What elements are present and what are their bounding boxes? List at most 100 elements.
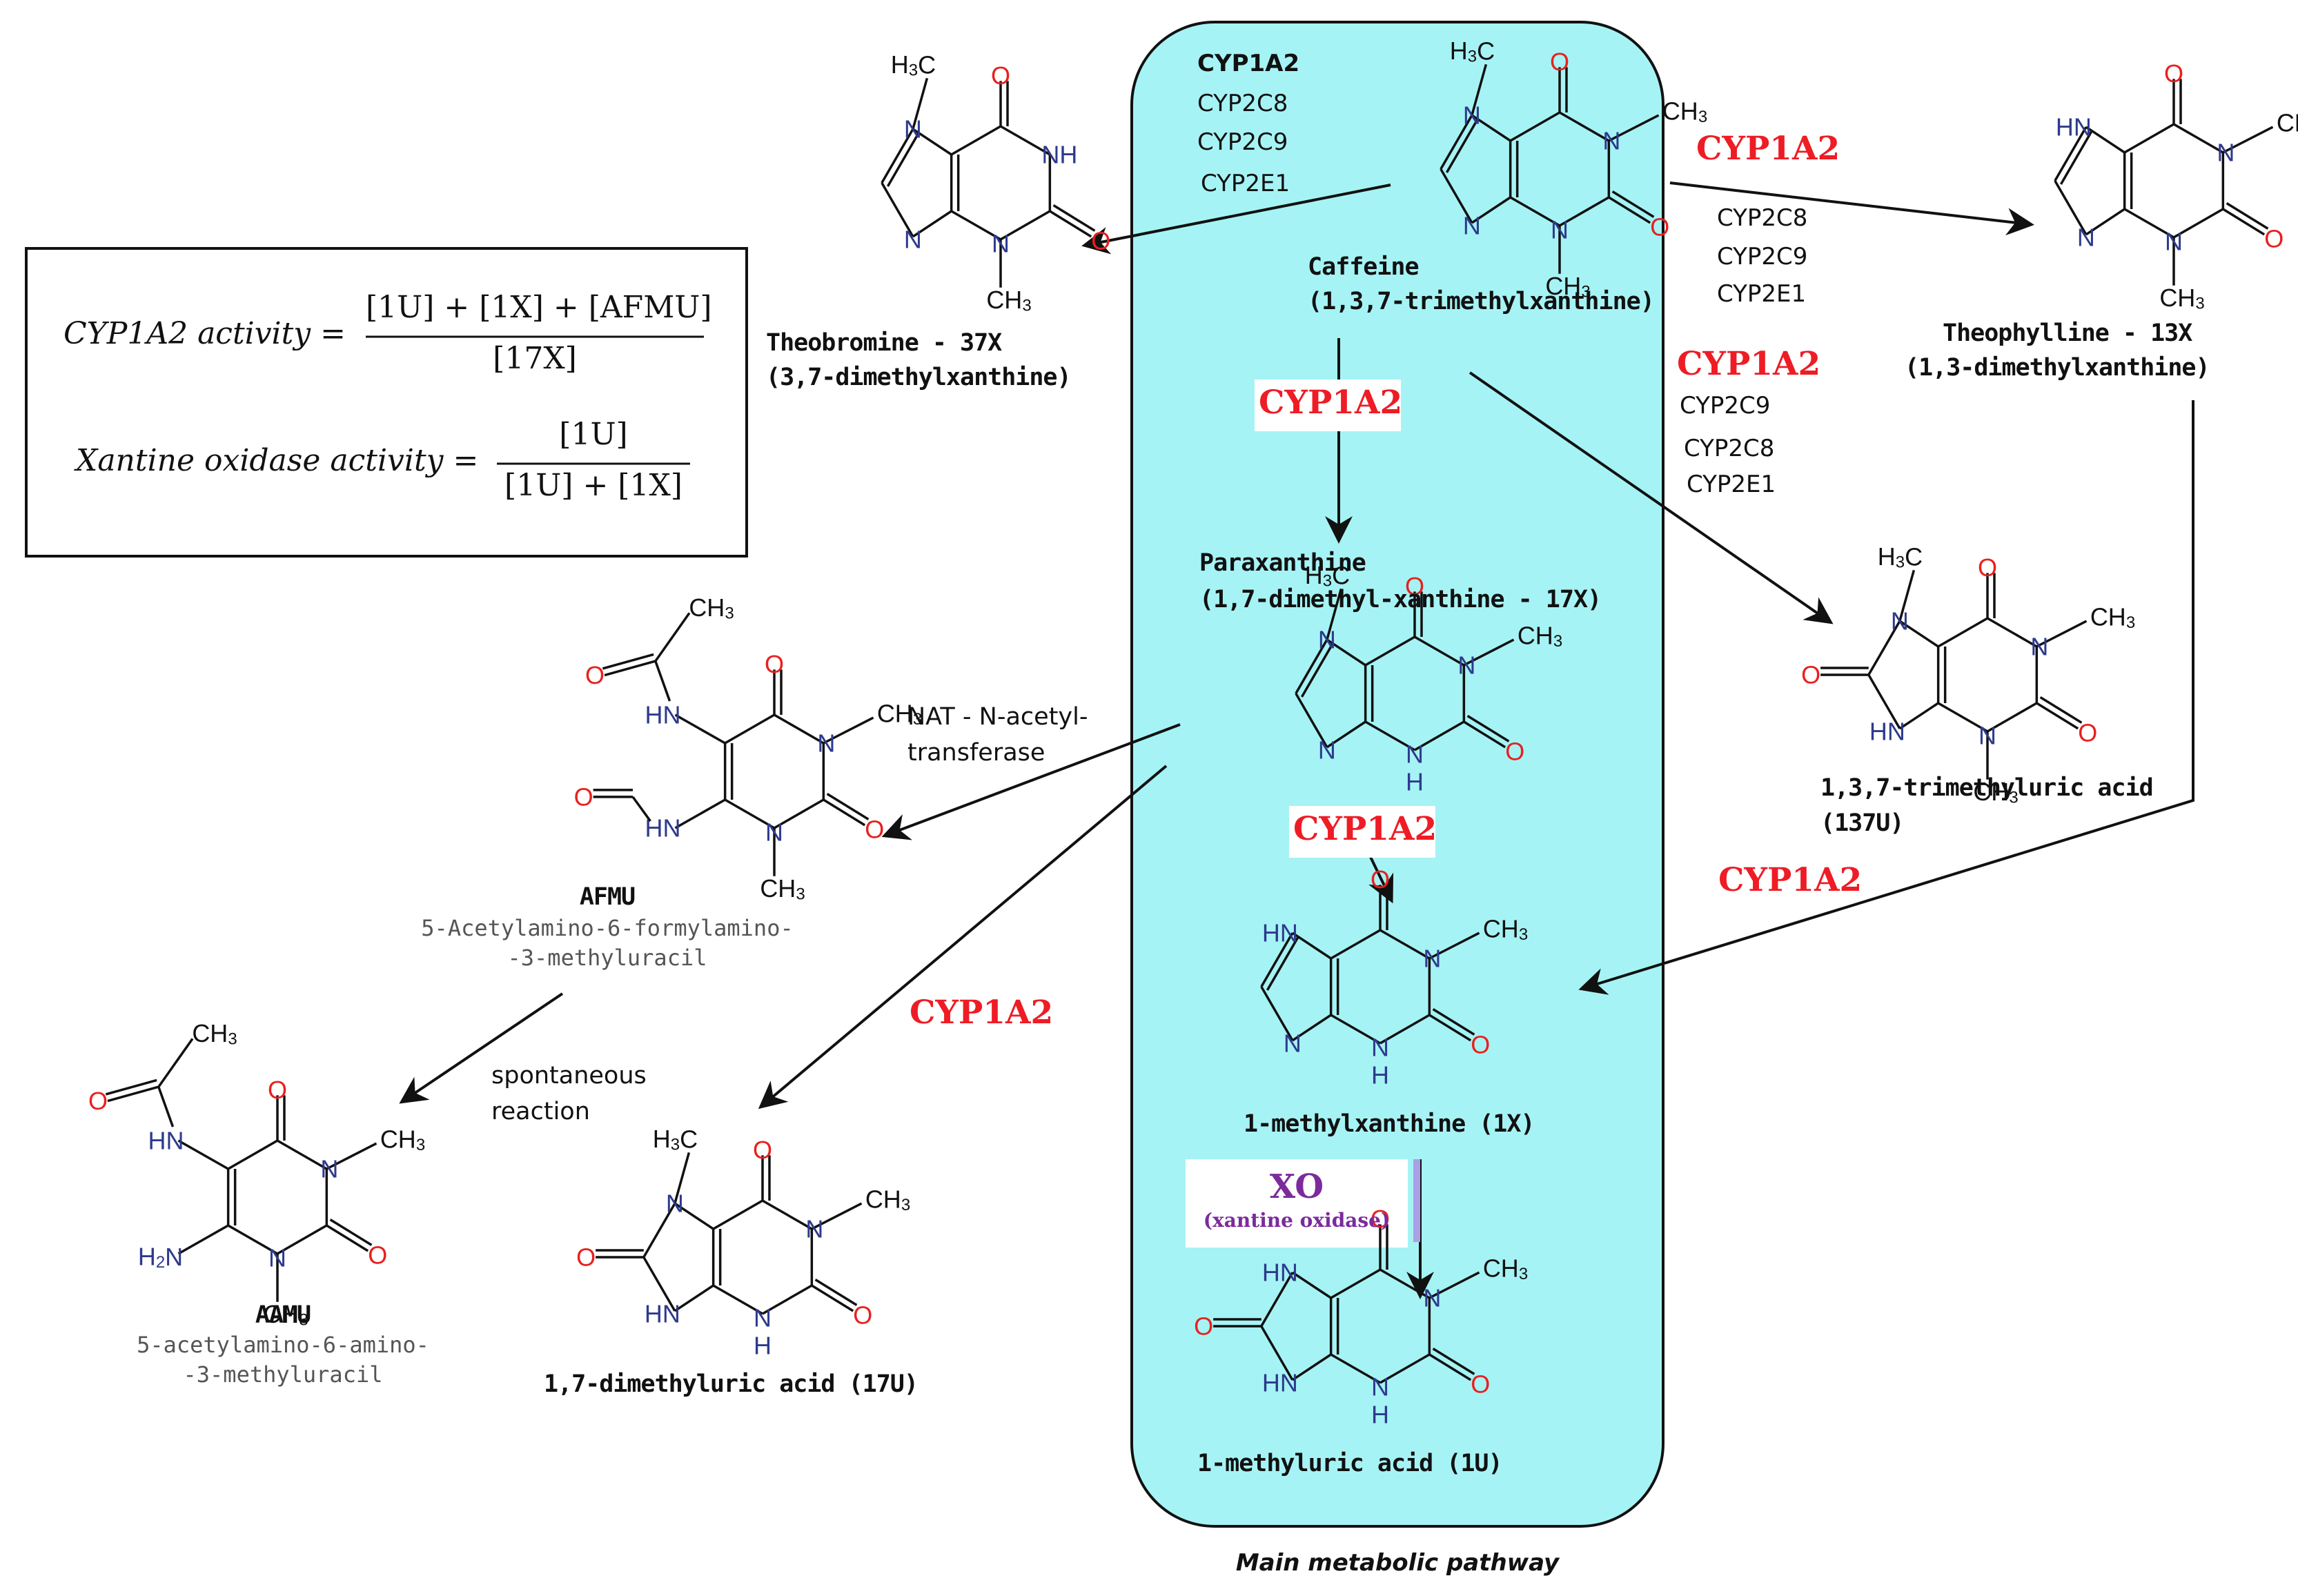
bond — [2036, 702, 2079, 730]
bond — [1266, 936, 1300, 991]
bond — [1509, 111, 1560, 142]
bond — [1471, 63, 1488, 116]
bond — [814, 1278, 858, 1306]
bond — [277, 1224, 328, 1255]
methyl-group: CH3 — [865, 1185, 910, 1214]
bond — [177, 1224, 229, 1255]
oxygen-atom: O — [753, 1136, 772, 1164]
nitrogen-atom: N — [2077, 223, 2095, 251]
nitrogen-atom: HN — [645, 1299, 680, 1328]
nitrogen-atom: H2N — [138, 1243, 183, 1272]
xo-full-label: (xantine oxidase) — [1203, 1209, 1391, 1232]
aamu-sub2: -3-methyluracil — [183, 1361, 383, 1388]
bond — [1559, 111, 1610, 142]
bond — [950, 125, 1001, 156]
enzyme-right-top-2: CYP2C9 — [1717, 243, 1808, 270]
bond — [277, 1139, 328, 1170]
bond — [1330, 1353, 1381, 1384]
oxygen-atom: O — [2264, 224, 2284, 253]
bond — [674, 798, 726, 829]
oxygen-atom: O — [1471, 1030, 1490, 1058]
bond — [823, 798, 866, 827]
bond — [1260, 1326, 1294, 1381]
bond — [2222, 126, 2274, 154]
bond — [631, 796, 651, 822]
bond — [1608, 114, 1660, 142]
arrow-paraxanthine-17u — [758, 765, 1168, 1110]
oxygen-atom: O — [1505, 737, 1524, 765]
bond — [1559, 196, 1610, 227]
bond — [654, 660, 671, 702]
enzyme-top-1: CYP1A2 — [1197, 50, 1300, 77]
methyl-group: CH3 — [192, 1019, 237, 1048]
methyl-group: CH3 — [689, 593, 734, 622]
nitrogen-atom: N — [1551, 216, 1569, 244]
xo-activity-numerator: [1U] — [559, 417, 628, 452]
enzyme-top-3: CYP2C9 — [1197, 128, 1288, 156]
cyp-activity-lhs: CYP1A2 activity = — [63, 316, 346, 351]
1u-name: 1-methyluric acid (1U) — [1197, 1450, 1503, 1477]
bond — [2036, 620, 2088, 648]
methyl-group: H3C — [1878, 542, 1923, 571]
bond — [1330, 929, 1381, 960]
theophylline-name: Theophylline - 13X — [1943, 319, 2192, 347]
bond — [1000, 125, 1051, 156]
bond — [1379, 929, 1431, 960]
methyl-group: H3C — [891, 50, 936, 79]
cyp-activity-denominator: [17X] — [493, 341, 577, 376]
bond — [642, 1257, 676, 1312]
nitrogen-atom: N — [2165, 228, 2183, 256]
bond — [1898, 702, 1939, 730]
cyp1a2-theophylline-to-1x: CYP1A2 — [1718, 861, 1863, 899]
bond — [2222, 208, 2266, 236]
bond — [712, 1284, 763, 1315]
bond — [1937, 617, 1988, 648]
bond — [774, 798, 825, 829]
bond — [1440, 168, 1473, 224]
bond — [1260, 1272, 1294, 1327]
xo-label-bg — [1186, 1159, 1408, 1248]
nitrogen-atom: HN — [148, 1127, 184, 1155]
bond — [912, 210, 952, 238]
bond — [329, 1218, 373, 1246]
cyp1a2-para-bg — [1255, 380, 1401, 431]
methyl-group: CH3 — [760, 874, 805, 903]
oxygen-atom: O — [574, 782, 593, 811]
oxygen-atom: O — [765, 650, 784, 678]
bond — [1463, 638, 1515, 667]
nitrogen-atom: N — [765, 818, 783, 847]
nitrogen-atom: N — [754, 1304, 772, 1332]
xo-activity-denominator: [1U] + [1X] — [504, 468, 682, 503]
nitrogen-atom: HN — [1869, 717, 1905, 745]
bond — [2173, 123, 2224, 154]
bond — [227, 1139, 278, 1170]
main-pathway-label: Main metabolic pathway — [1235, 1549, 1560, 1577]
arrow-paraxanthine-afmu — [881, 723, 1181, 840]
bond — [1414, 720, 1465, 751]
oxygen-atom: O — [2164, 59, 2183, 88]
oxygen-atom: O — [991, 61, 1010, 90]
bond — [1987, 702, 2038, 733]
nitrogen-atom: HN — [1262, 1259, 1298, 1287]
bond — [1326, 720, 1366, 749]
nitrogen-atom: HN — [1262, 1368, 1298, 1397]
bond — [1428, 932, 1480, 960]
bond — [1291, 1014, 1332, 1042]
enzyme-top-4: CYP2E1 — [1201, 170, 1290, 197]
theobromine-sub: (3,7-dimethylxanthine) — [766, 364, 1072, 391]
nitrogen-atom: N — [1371, 1034, 1389, 1062]
oxygen-atom: O — [853, 1301, 872, 1329]
oxygen-atom: O — [1091, 226, 1110, 255]
bond — [1379, 1268, 1431, 1299]
bond — [1898, 620, 1939, 648]
nitrogen-atom: N — [1406, 740, 1424, 769]
bond — [1428, 1271, 1480, 1299]
oxygen-atom: O — [1650, 213, 1669, 241]
nitrogen-atom: N — [1463, 101, 1481, 130]
hydrogen-atom: H — [1406, 768, 1424, 796]
methyl-group: CH3 — [2277, 109, 2298, 138]
oxygen-atom: O — [1471, 1370, 1490, 1398]
bond — [724, 798, 775, 829]
